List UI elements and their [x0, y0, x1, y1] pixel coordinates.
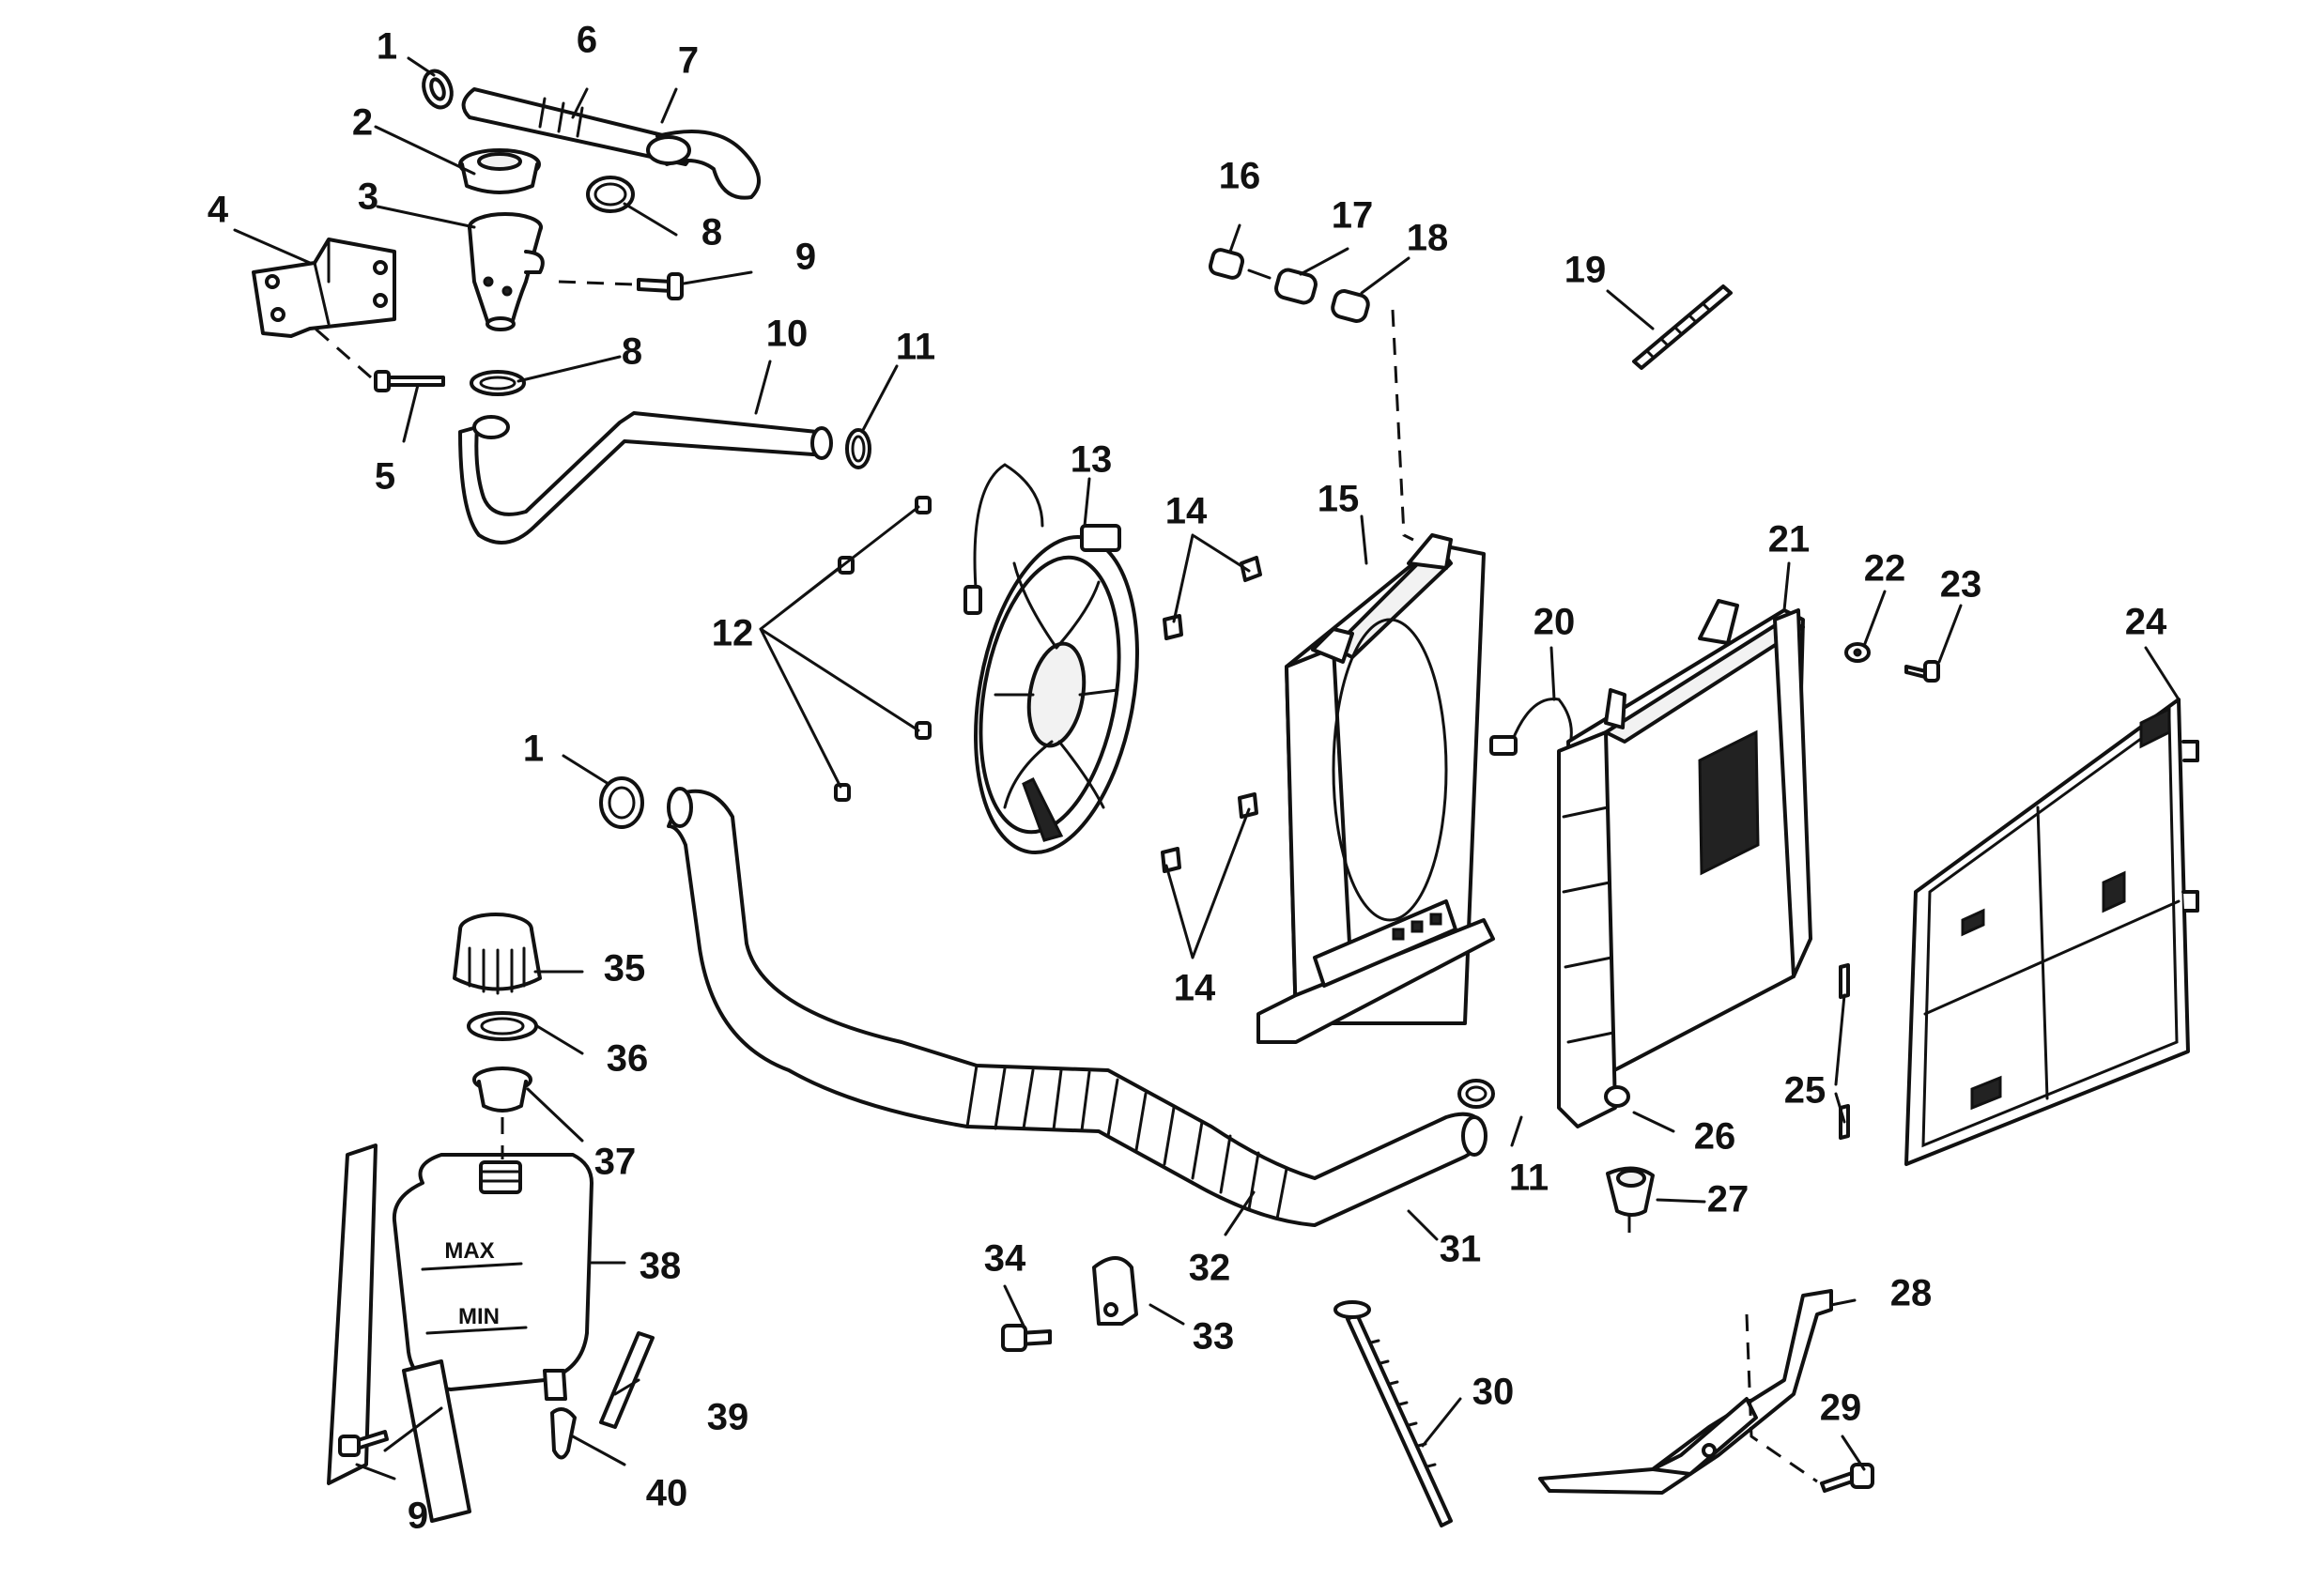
callout-7: 7	[678, 40, 699, 82]
callout-30: 30	[1472, 1372, 1515, 1413]
callout-11-upper: 11	[896, 327, 935, 368]
callout-10: 10	[766, 314, 809, 355]
part-11-clamp-lower-hose	[1457, 1079, 1495, 1109]
callout-23: 23	[1940, 564, 1982, 606]
callout-27: 27	[1707, 1179, 1749, 1220]
part-9-screw-upper	[637, 272, 684, 300]
part-11-clamp-upper-hose	[845, 428, 871, 469]
callout-34: 34	[984, 1238, 1026, 1280]
part-5-bolt	[374, 370, 445, 392]
callout-1-top: 1	[377, 26, 397, 68]
part-33-p-clamp	[1092, 1256, 1138, 1326]
callout-29: 29	[1820, 1388, 1862, 1429]
part-22-nut	[1844, 642, 1871, 663]
callout-22: 22	[1864, 548, 1906, 590]
callout-4: 4	[208, 190, 229, 231]
part-8-clamp-lower	[470, 370, 526, 396]
part-3-filler-neck	[468, 212, 545, 331]
callout-13: 13	[1071, 439, 1113, 481]
part-15-fan-shroud	[1256, 533, 1495, 1044]
part-13-fan-assembly	[963, 463, 1139, 855]
part-37-reservoir-insert	[472, 1067, 532, 1113]
part-26-grommet	[1604, 1085, 1630, 1108]
callout-2: 2	[352, 102, 373, 144]
callout-15: 15	[1318, 479, 1360, 520]
part-2-radiator-cap	[458, 148, 541, 194]
callout-36: 36	[607, 1038, 649, 1080]
part-39-overflow-hose	[599, 1331, 655, 1429]
callout-31: 31	[1440, 1229, 1482, 1270]
callout-14-lower: 14	[1174, 968, 1216, 1009]
callout-6: 6	[577, 20, 597, 61]
callout-39: 39	[707, 1397, 749, 1438]
part-34-bolt	[1001, 1324, 1052, 1352]
part-16-17-18-grommets	[1208, 248, 1370, 323]
callout-11-lower: 11	[1509, 1158, 1549, 1199]
part-9-screw-lower	[338, 1430, 389, 1457]
callout-24: 24	[2125, 602, 2167, 643]
part-6-7-vent-hose	[461, 87, 761, 200]
part-8-clamp-upper	[586, 176, 635, 213]
part-1-hose-clamp-top	[422, 69, 454, 110]
callout-14-upper: 14	[1165, 491, 1208, 532]
callout-3: 3	[358, 176, 378, 218]
max-level-label: MAX	[444, 1238, 494, 1264]
callout-33: 33	[1193, 1316, 1235, 1358]
callout-16: 16	[1219, 156, 1261, 197]
callout-37: 37	[594, 1142, 637, 1183]
leader-lines	[233, 56, 2181, 1483]
callout-25: 25	[1784, 1070, 1826, 1112]
part-20-sensor-wire	[1489, 698, 1573, 756]
part-32-lower-hose	[667, 787, 1487, 1227]
part-12-fan-screws	[834, 496, 932, 802]
callout-17: 17	[1332, 195, 1374, 237]
callout-12: 12	[712, 613, 754, 654]
part-19-rivet-strip	[1632, 284, 1733, 370]
part-23-screw	[1904, 660, 1940, 683]
callout-40: 40	[646, 1473, 688, 1514]
part-28-support-bracket	[1538, 1289, 1833, 1495]
min-level-label: MIN	[458, 1304, 500, 1329]
part-24-screen	[1904, 698, 2199, 1166]
callout-38: 38	[640, 1246, 682, 1287]
callout-1-lower: 1	[523, 729, 544, 770]
part-40-hose-fitting	[550, 1407, 577, 1460]
part-38-reservoir-bottle: MAX MIN	[327, 1143, 593, 1523]
callout-5: 5	[375, 456, 395, 498]
callout-8-upper: 8	[701, 212, 722, 253]
callout-9-upper: 9	[795, 237, 816, 278]
part-14-clips	[1161, 556, 1262, 873]
callouts: 1 6 7 2 3 4 8 9 8 10 11 5 13 14 15 12 16…	[208, 20, 2167, 1537]
callout-28: 28	[1890, 1273, 1933, 1314]
callout-8-lower: 8	[622, 331, 642, 373]
callout-32: 32	[1189, 1248, 1231, 1289]
part-10-upper-hose	[458, 411, 833, 545]
callout-20: 20	[1534, 602, 1576, 643]
callout-9-lower: 9	[408, 1496, 428, 1537]
part-4-mounting-bracket	[252, 238, 396, 338]
part-21-radiator	[1557, 599, 1812, 1128]
part-1-hose-clamp-lower	[599, 776, 644, 829]
callout-26: 26	[1694, 1116, 1736, 1158]
callout-18: 18	[1407, 218, 1449, 259]
part-27-mount-grommet	[1606, 1166, 1655, 1217]
part-35-reservoir-cap	[453, 913, 542, 995]
callout-35: 35	[604, 948, 646, 990]
part-36-reservoir-seal	[467, 1011, 538, 1041]
callout-21: 21	[1768, 519, 1811, 560]
part-30-threaded-rod	[1333, 1300, 1453, 1527]
callout-19: 19	[1564, 250, 1607, 291]
